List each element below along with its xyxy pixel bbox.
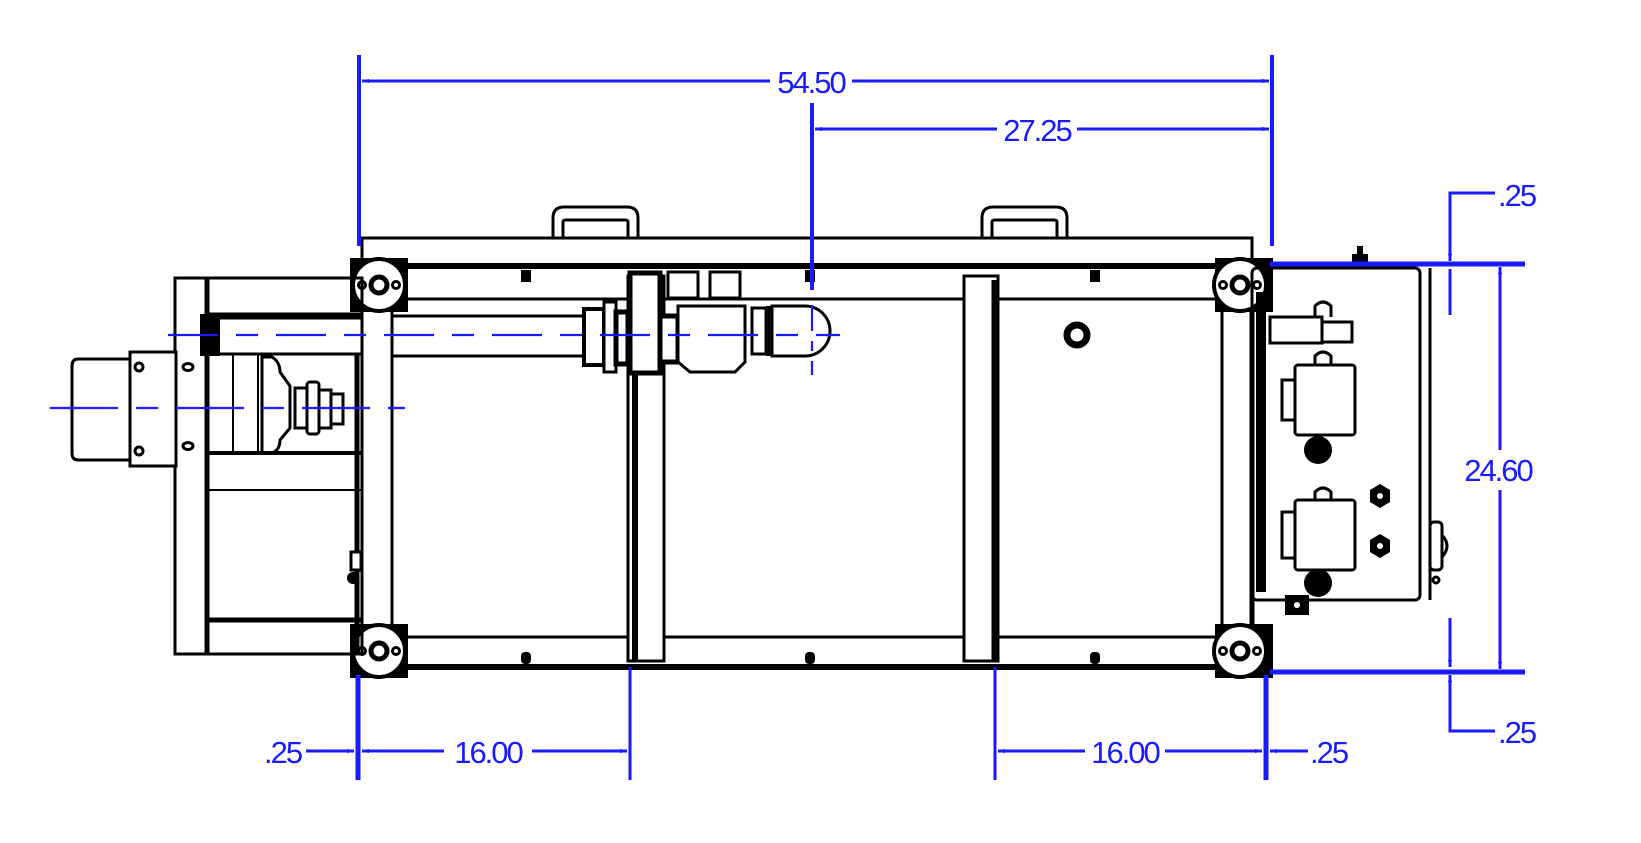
dimension-overall-width: 24.60 bbox=[1270, 261, 1536, 675]
dimension-left-offset: .25 bbox=[264, 735, 354, 770]
motor-pump bbox=[70, 276, 364, 656]
dimension-label-right-spacing: 16.00 bbox=[1091, 735, 1160, 770]
dimension-top-offset: .25 bbox=[1447, 178, 1538, 315]
dimension-label-half-length: 27.25 bbox=[1003, 113, 1071, 148]
center-lines bbox=[50, 305, 840, 410]
ball-valve bbox=[390, 270, 832, 376]
dimension-label-left-spacing: 16.00 bbox=[454, 735, 523, 770]
caster-bottom-right bbox=[1212, 623, 1273, 679]
main-frame bbox=[360, 236, 1255, 670]
dimension-label-left-offset: .25 bbox=[264, 735, 302, 770]
dimension-label-top-offset: .25 bbox=[1498, 178, 1536, 213]
dimension-half-length: 27.25 bbox=[810, 103, 1269, 290]
dimension-left-spacing: 16.00 bbox=[355, 667, 632, 780]
caster-bottom-left bbox=[350, 623, 408, 679]
lifting-handle-right bbox=[980, 205, 1069, 238]
dimension-bottom-offset: .25 bbox=[1447, 618, 1538, 750]
dimension-label-overall-length: 54.50 bbox=[777, 65, 846, 100]
lifting-handle-left bbox=[551, 205, 640, 238]
dimension-right-spacing: 16.00 bbox=[993, 667, 1269, 780]
dimension-overall-length: 54.50 bbox=[357, 55, 1274, 246]
dimension-label-bottom-offset: .25 bbox=[1498, 715, 1536, 750]
caster-top-left bbox=[350, 257, 408, 313]
solenoid-valve-1 bbox=[1268, 300, 1357, 464]
dimension-right-offset: .25 bbox=[1270, 735, 1350, 770]
dimension-label-right-offset: .25 bbox=[1310, 735, 1348, 770]
dimension-label-overall-width: 24.60 bbox=[1464, 453, 1533, 488]
control-enclosure bbox=[1250, 246, 1449, 602]
solenoid-valve-2 bbox=[1280, 484, 1390, 615]
